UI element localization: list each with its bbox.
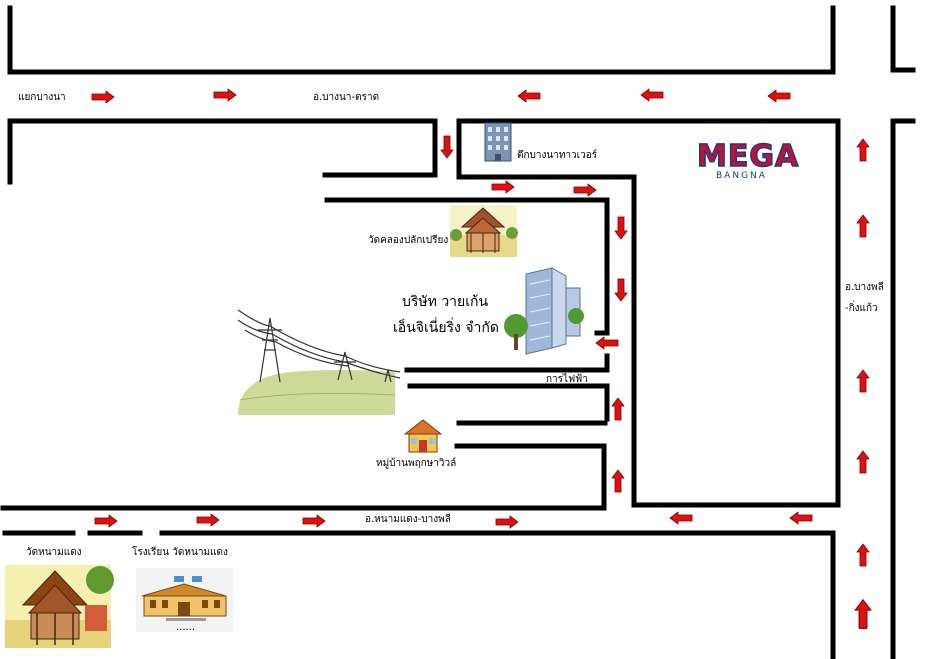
arrow-east bbox=[302, 514, 326, 528]
map-labels: แยกบางนา อ.บางนา-ตราด ตึกบางนาทาวเวอร์ ว… bbox=[18, 92, 884, 633]
power-lines-hill-image bbox=[237, 309, 401, 415]
mega-block bbox=[456, 118, 841, 508]
mega-logo-subtext: BANGNA bbox=[716, 171, 767, 181]
mega-bangna-logo: MEGA BANGNA bbox=[696, 138, 799, 181]
label-company-line2: เอ็นจิเนี่ยริ่ง จำกัด bbox=[393, 318, 499, 336]
left-block-top bbox=[7, 118, 438, 185]
arrow-north bbox=[856, 450, 870, 474]
arrow-east bbox=[573, 183, 597, 197]
arrow-east bbox=[491, 180, 515, 194]
arrow-west bbox=[669, 511, 693, 525]
arrow-west bbox=[595, 336, 619, 350]
arrow-north bbox=[856, 369, 870, 393]
label-bang-phli-line2: -กิ่งแก้ว bbox=[845, 300, 878, 314]
arrow-north bbox=[854, 599, 872, 629]
label-school-sign: ...... bbox=[176, 622, 195, 633]
arrow-west bbox=[640, 88, 664, 102]
label-village: หมู่บ้านพฤกษาวิวล์ bbox=[376, 457, 456, 469]
arrow-west bbox=[789, 511, 813, 525]
arrow-east bbox=[91, 90, 115, 104]
office-building-icon bbox=[484, 122, 512, 162]
road-lines bbox=[0, 5, 916, 659]
arrow-north bbox=[856, 543, 870, 567]
soi-5 bbox=[0, 443, 607, 511]
temple-icon bbox=[450, 205, 518, 257]
arrow-north bbox=[611, 469, 625, 493]
company-building-icon bbox=[504, 267, 584, 355]
house-icon bbox=[403, 419, 443, 453]
arrow-east bbox=[196, 513, 220, 527]
soi-3 bbox=[407, 383, 610, 422]
arrow-north bbox=[856, 138, 870, 162]
school-icon bbox=[136, 568, 233, 632]
arrow-west bbox=[517, 89, 541, 103]
label-bangna-tower: ตึกบางนาทาวเวอร์ bbox=[517, 149, 598, 161]
label-yaek-bang-na: แยกบางนา bbox=[18, 92, 66, 103]
far-right-corner bbox=[890, 5, 916, 73]
label-bang-phli-line1: อ.บางพลี bbox=[845, 281, 884, 293]
bang-na-trat-road-north-edge bbox=[7, 5, 836, 75]
arrow-east bbox=[495, 515, 519, 529]
arrow-north bbox=[611, 397, 625, 421]
mega-logo-text: MEGA bbox=[697, 139, 799, 174]
label-nam-daeng-bang-phli: อ.หนามแดง-บางพลี bbox=[365, 513, 451, 525]
label-company-line1: บริษัท วายเก้น bbox=[402, 294, 489, 310]
arrow-west bbox=[767, 89, 791, 103]
label-bang-na-trat: อ.บางนา-ตราด bbox=[313, 92, 379, 103]
arrow-north bbox=[856, 214, 870, 238]
label-wat-khlong-plak-priang: วัดคลองปลักเปรียง bbox=[368, 234, 448, 246]
king-kaeo-road-east-edge bbox=[890, 118, 916, 659]
nam-daeng-road-south-edge bbox=[159, 530, 836, 659]
arrow-east bbox=[94, 514, 118, 528]
soi-2 bbox=[404, 353, 610, 373]
soi-1-right bbox=[594, 197, 610, 336]
label-school: โรงเรียน วัดหนามแดง bbox=[132, 545, 228, 558]
label-wat-nam-daeng: วัดหนามแดง bbox=[26, 547, 82, 558]
label-electricity: การไฟฟ้า bbox=[546, 373, 588, 385]
arrow-south bbox=[614, 278, 628, 302]
arrow-south bbox=[440, 135, 454, 159]
arrow-south bbox=[614, 216, 628, 240]
temple-wat-nam-daeng-icon bbox=[5, 565, 114, 648]
arrow-east bbox=[213, 88, 237, 102]
